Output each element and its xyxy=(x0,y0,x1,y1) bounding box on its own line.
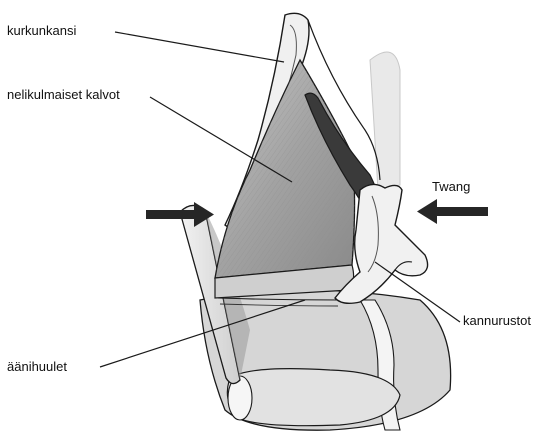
quadrangular-membrane-texture xyxy=(215,60,355,278)
label-kurkunkansi: kurkunkansi xyxy=(7,24,76,37)
label-aanihuulet: äänihuulet xyxy=(7,360,67,373)
label-kannurustot: kannurustot xyxy=(463,314,531,327)
arrow-right-side-icon xyxy=(417,199,488,224)
leader-kurkunkansi xyxy=(115,32,284,62)
label-nelikulmaiset-kalvot: nelikulmaiset kalvot xyxy=(7,88,120,101)
label-twang: Twang xyxy=(432,180,470,193)
trachea-tube xyxy=(227,369,400,426)
background-cartilage-shadow xyxy=(370,52,400,190)
